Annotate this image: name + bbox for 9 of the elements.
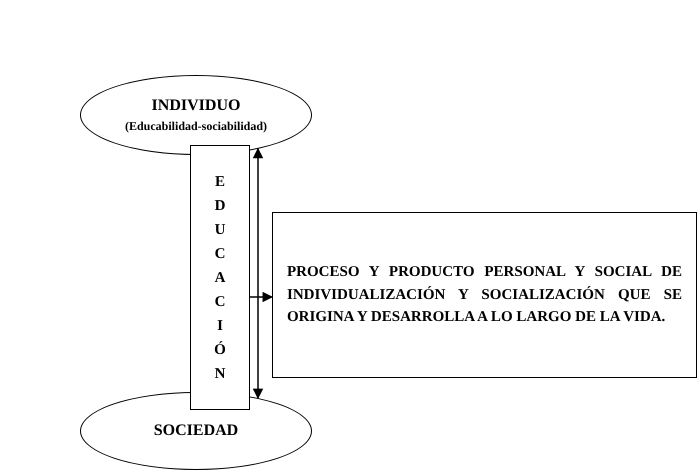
vertical-box <box>190 145 250 410</box>
node-title: INDIVIDUO <box>152 96 240 116</box>
node-subtitle: (Educabilidad-sociabilidad) <box>124 118 268 135</box>
arrow <box>252 148 264 400</box>
node-title: SOCIEDAD <box>154 421 238 441</box>
definition-text: PROCESO Y PRODUCTO PERSONAL Y SOCIAL DE INDIVIDUALIZACIÓN Y SOCIALIZACIÓN QUE SE ORIGINA Y DESARROLLA A LO LARGO DE LA VIDA. <box>287 263 682 328</box>
definition-box <box>272 212 697 378</box>
arrow <box>250 292 274 302</box>
vertical-label: EDUCACIÓN <box>213 172 227 384</box>
